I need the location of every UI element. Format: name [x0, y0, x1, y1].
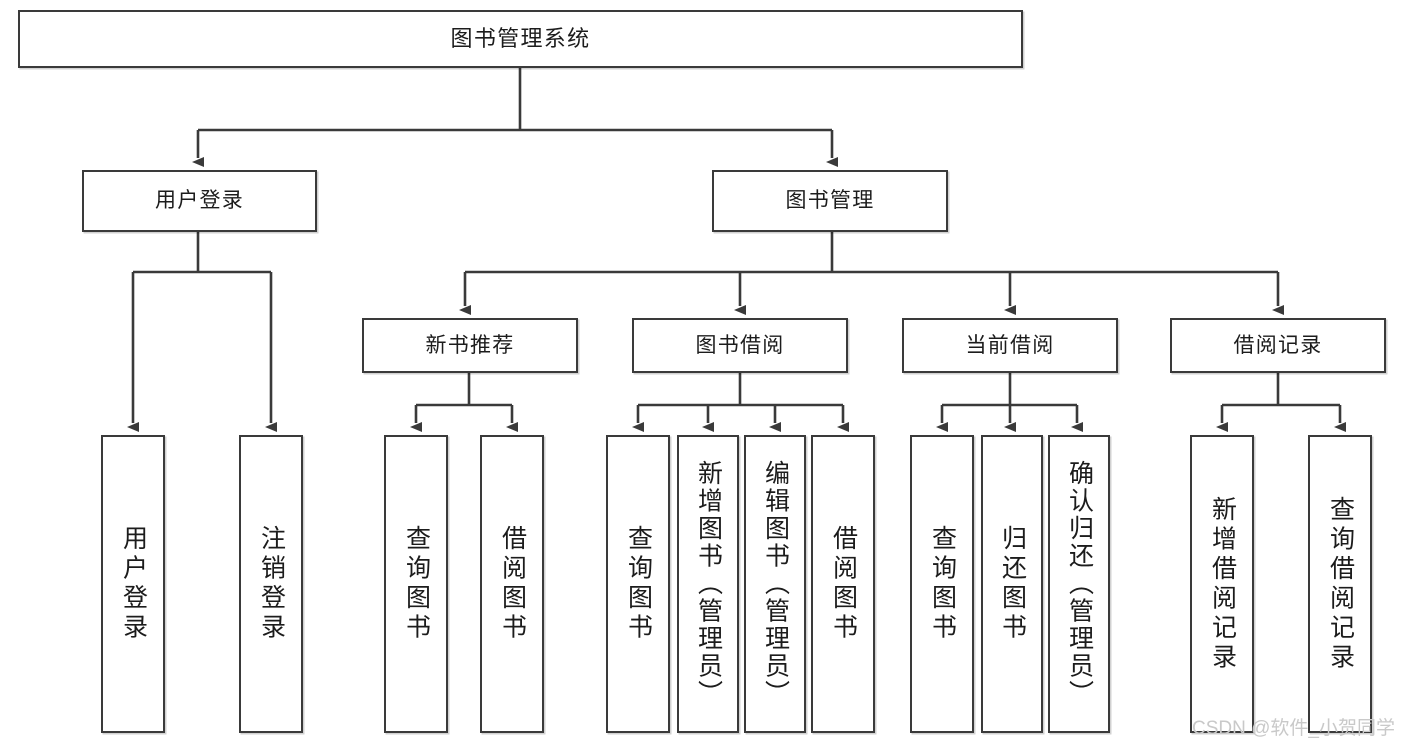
node-label: 新增图书（管理员） — [694, 460, 723, 708]
node-label: 查询图书 — [624, 525, 653, 643]
node-label: 查询图书 — [402, 525, 431, 643]
node-label: 借阅记录 — [1233, 333, 1323, 357]
leaf-current-confirm-return-admin[interactable]: 确认归还（管理员） — [1048, 435, 1110, 733]
leaf-new-book-borrow-books[interactable]: 借阅图书 — [480, 435, 544, 733]
node-label: 图书管理 — [785, 189, 875, 213]
csdn-watermark: CSDN @软件_小贺同学 — [1192, 718, 1395, 739]
leaf-records-add-record[interactable]: 新增借阅记录 — [1190, 435, 1254, 733]
node-label: 用户登录 — [154, 189, 245, 213]
leaf-new-book-query-books[interactable]: 查询图书 — [384, 435, 448, 733]
leaf-borrow-query-books[interactable]: 查询图书 — [606, 435, 670, 733]
leaf-borrow-add-book-admin[interactable]: 新增图书（管理员） — [677, 435, 739, 733]
node-label: 借阅图书 — [498, 525, 527, 643]
node-label: 注销登录 — [257, 525, 286, 643]
node-label: 新书推荐 — [425, 333, 515, 357]
node-label: 新增借阅记录 — [1208, 495, 1237, 673]
node-borrowing-records[interactable]: 借阅记录 — [1170, 318, 1386, 373]
node-label: 当前借阅 — [965, 333, 1055, 357]
leaf-borrow-borrow-books[interactable]: 借阅图书 — [811, 435, 875, 733]
node-label: 图书借阅 — [695, 333, 785, 357]
node-label: 查询图书 — [928, 525, 957, 643]
node-user-login[interactable]: 用户登录 — [82, 170, 317, 232]
node-current-borrowing[interactable]: 当前借阅 — [902, 318, 1118, 373]
leaf-user-login-signin[interactable]: 用户登录 — [101, 435, 165, 733]
node-book-management[interactable]: 图书管理 — [712, 170, 948, 232]
leaf-borrow-edit-book-admin[interactable]: 编辑图书（管理员） — [744, 435, 806, 733]
node-label: 图书管理系统 — [450, 25, 591, 51]
node-label: 归还图书 — [998, 525, 1027, 643]
leaf-current-return-books[interactable]: 归还图书 — [981, 435, 1043, 733]
node-label: 借阅图书 — [829, 525, 858, 643]
leaf-records-query-record[interactable]: 查询借阅记录 — [1308, 435, 1372, 733]
node-root-book-management-system[interactable]: 图书管理系统 — [18, 10, 1023, 68]
node-label: 用户登录 — [119, 525, 148, 643]
node-book-borrowing[interactable]: 图书借阅 — [632, 318, 848, 373]
leaf-current-query-books[interactable]: 查询图书 — [910, 435, 974, 733]
leaf-user-login-signout[interactable]: 注销登录 — [239, 435, 303, 733]
node-label: 确认归还（管理员） — [1065, 460, 1094, 708]
node-new-book-recommendation[interactable]: 新书推荐 — [362, 318, 578, 373]
node-label: 编辑图书（管理员） — [761, 460, 790, 708]
node-label: 查询借阅记录 — [1326, 495, 1355, 673]
